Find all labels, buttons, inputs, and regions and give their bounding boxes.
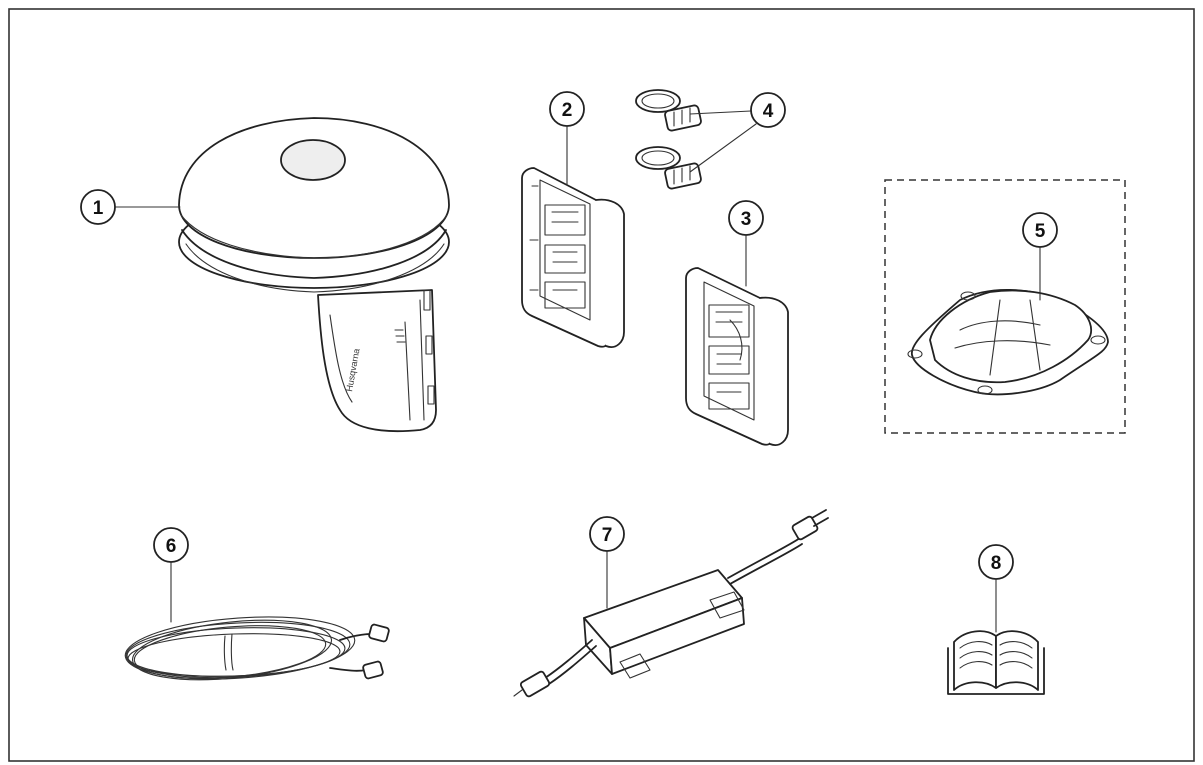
leader-4a	[689, 110, 752, 115]
callout-2: 2	[549, 91, 585, 127]
callout-5: 5	[1022, 212, 1058, 248]
item-5-cover	[884, 179, 1126, 434]
callout-8-label: 8	[991, 553, 1002, 574]
callout-4-label: 4	[763, 101, 774, 122]
item-8-operators-manual	[947, 630, 1045, 695]
callout-6: 6	[153, 527, 189, 563]
item-2-bracket	[521, 167, 625, 348]
callout-1: 1	[80, 189, 116, 225]
callout-2-label: 2	[562, 100, 573, 121]
callout-5-label: 5	[1035, 221, 1046, 242]
callout-6-label: 6	[166, 536, 177, 557]
item-1-reference-station: Husqvarna	[178, 117, 450, 433]
callout-3-label: 3	[741, 209, 752, 230]
item-5-dashed-frame	[884, 179, 1126, 434]
callout-7: 7	[589, 516, 625, 552]
callout-1-label: 1	[93, 198, 104, 219]
leader-lines	[115, 110, 1041, 633]
callout-3: 3	[728, 200, 764, 236]
item-4-hose-clamps	[635, 89, 702, 190]
leader-4b	[689, 123, 757, 173]
callout-7-label: 7	[602, 525, 613, 546]
item-6-cable	[124, 616, 390, 681]
callout-4: 4	[750, 92, 786, 128]
callout-8: 8	[978, 544, 1014, 580]
item-7-power-supply	[513, 509, 829, 698]
item-3-bracket	[685, 267, 789, 446]
